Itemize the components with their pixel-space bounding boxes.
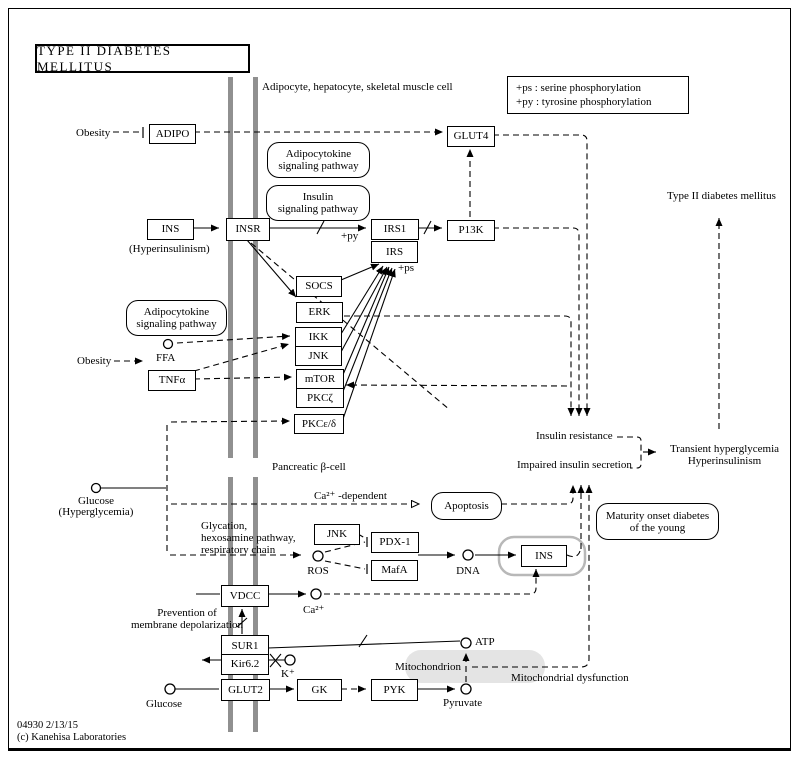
gene-box-irs[interactable]: IRS — [371, 241, 418, 263]
ps-phospho-label: +ps — [398, 262, 414, 274]
gene-box-insr[interactable]: INSR — [226, 218, 270, 241]
beta-cell-label: Pancreatic β-cell — [272, 461, 346, 473]
gene-box-socs[interactable]: SOCS — [296, 276, 342, 297]
gene-box-jnk[interactable]: JNK — [295, 346, 342, 366]
glucose-hyperglycemia-node[interactable] — [90, 482, 102, 494]
obesity-label-1: Obesity — [76, 127, 111, 139]
phosphorylation-legend: +ps : serine phosphorylation +py : tyros… — [507, 76, 689, 114]
gene-box-pdx1[interactable]: PDX-1 — [371, 532, 419, 553]
gene-box-adipo[interactable]: ADIPO — [149, 124, 196, 144]
gene-box-pi3k[interactable]: P13K — [447, 220, 495, 241]
gene-box-gk[interactable]: GK — [297, 679, 342, 701]
insulin-resistance-label: Insulin resistance — [536, 430, 613, 442]
ffa-compound-node[interactable] — [162, 338, 174, 350]
gene-box-ins-beta[interactable]: INS — [521, 545, 567, 567]
potassium-node[interactable] — [284, 654, 296, 666]
gene-box-ikk[interactable]: IKK — [295, 327, 342, 347]
map-border — [8, 8, 791, 751]
dna-label: DNA — [456, 565, 480, 577]
glycation-label: Glycation, hexosamine pathway, respirato… — [201, 520, 296, 556]
pathway-link-adipocytokine-1[interactable]: Adipocytokine signaling pathway — [267, 142, 370, 178]
glucose-hyperglycemia-label: Glucose — [77, 495, 115, 507]
pathway-title: TYPE II DIABETES MELLITUS — [35, 43, 250, 74]
obesity-label-2: Obesity — [77, 355, 112, 367]
pathway-link-apoptosis[interactable]: Apoptosis — [431, 492, 502, 520]
cell-membrane-bars — [228, 77, 258, 732]
glucose-label: Glucose — [146, 698, 183, 710]
pathway-link-adipocytokine-2[interactable]: Adipocytokine signaling pathway — [126, 300, 227, 336]
ins-secretion-ring — [497, 535, 587, 577]
atp-node[interactable] — [460, 637, 472, 649]
gene-box-pyk[interactable]: PYK — [371, 679, 418, 701]
atp-label: ATP — [475, 636, 495, 648]
gene-box-irs1[interactable]: IRS1 — [371, 219, 419, 240]
solid-relation-lines — [101, 220, 656, 693]
gene-box-tnfa[interactable]: TNFα — [148, 370, 196, 391]
pyruvate-label: Pyruvate — [443, 697, 483, 709]
gene-box-vdcc[interactable]: VDCC — [221, 585, 269, 607]
gene-box-ins[interactable]: INS — [147, 219, 194, 240]
map-id: 04930 2/13/15 — [17, 720, 78, 731]
gene-box-kir62[interactable]: Kir6.2 — [221, 654, 269, 675]
ros-label: ROS — [307, 565, 329, 577]
impaired-secretion-label: Impaired insulin secretion — [517, 459, 632, 471]
calcium-label: Ca²⁺ — [303, 604, 325, 616]
hyperinsulinism-label: (Hyperinsulinism) — [129, 243, 210, 255]
gene-box-pkcz[interactable]: PKCζ — [296, 388, 344, 408]
prevention-depolarization-label: Prevention of membrane depolarization — [130, 607, 244, 631]
hyperglycemia-label: (Hyperglycemia) — [58, 506, 134, 518]
mitochondrion-label: Mitochondrion — [395, 661, 461, 673]
mitochondrial-dysfunction-label: Mitochondrial dysfunction — [511, 672, 629, 684]
pyruvate-node[interactable] — [460, 683, 472, 695]
potassium-label: K⁺ — [281, 668, 295, 680]
pathway-link-insulin-signaling[interactable]: Insulin signaling pathway — [266, 185, 370, 221]
t2dm-outcome-label: Type II diabetes mellitus — [667, 190, 776, 202]
calcium-node[interactable] — [310, 588, 322, 600]
ffa-label: FFA — [156, 352, 176, 364]
gene-box-mtor[interactable]: mTOR — [296, 369, 344, 389]
glucose-node[interactable] — [164, 683, 176, 695]
ros-node[interactable] — [312, 550, 324, 562]
gene-box-pkced[interactable]: PKCε/δ — [294, 414, 344, 434]
adipocyte-cell-label: Adipocyte, hepatocyte, skeletal muscle c… — [262, 81, 453, 93]
copyright: (c) Kanehisa Laboratories — [17, 732, 127, 743]
transient-hyperglycemia-label: Transient hyperglycemia Hyperinsulinism — [669, 443, 780, 467]
gene-box-glut2[interactable]: GLUT2 — [221, 679, 270, 701]
ca-dependent-label: Ca²⁺ -dependent — [314, 490, 387, 502]
py-phospho-label: +py — [341, 230, 359, 242]
compound-nodes — [90, 338, 474, 695]
inhibition-bars — [142, 127, 368, 574]
gene-box-erk[interactable]: ERK — [296, 302, 343, 323]
dna-node[interactable] — [462, 549, 474, 561]
gene-box-jnk-beta[interactable]: JNK — [314, 524, 360, 545]
dashed-relation-lines — [113, 128, 723, 693]
gene-box-mafa[interactable]: MafA — [371, 560, 418, 581]
gene-box-glut4[interactable]: GLUT4 — [447, 126, 495, 147]
pathway-link-mody[interactable]: Maturity onset diabetes of the young — [596, 503, 719, 540]
